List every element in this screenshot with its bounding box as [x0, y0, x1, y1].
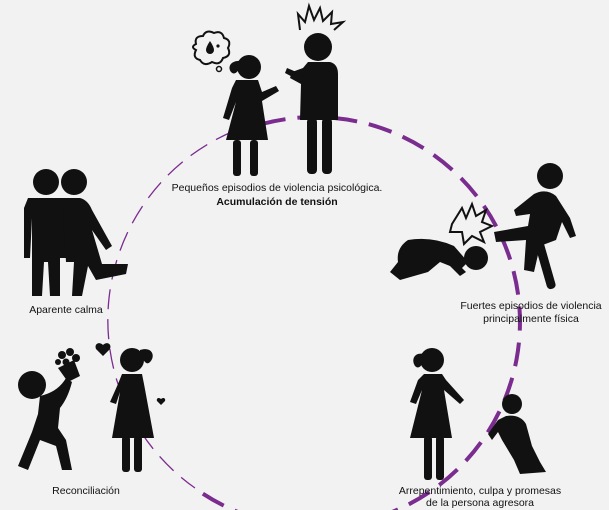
remorse-scene: [410, 348, 546, 480]
tension-label-line2: Acumulación de tensión: [216, 196, 337, 208]
cycle-thick-arc: [194, 115, 522, 510]
heart-icon: [95, 343, 166, 405]
tension-label-line1: Pequeños episodios de violencia psicológ…: [172, 182, 383, 194]
violence-label-line2: principalmente física: [483, 313, 579, 325]
angry-speech-icon: [192, 30, 231, 73]
violence-label-line1: Fuertes episodios de violencia: [460, 300, 601, 312]
anger-burst-icon: [296, 2, 347, 31]
calm-label: Aparente calma: [29, 304, 103, 316]
violence-scene: [390, 163, 576, 290]
tension-scene: [223, 33, 338, 176]
calm-scene: [24, 169, 128, 296]
remorse-label-line2: de la persona agresora: [426, 497, 534, 509]
reconciliation-label: Reconciliación: [52, 485, 120, 497]
remorse-label-line1: Arrepentimiento, culpa y promesas: [399, 485, 561, 497]
impact-burst-icon: [448, 201, 495, 247]
reconciliation-scene: [18, 348, 154, 472]
flower-bouquet-icon: [55, 348, 80, 366]
cycle-thin-arc: [107, 130, 235, 489]
